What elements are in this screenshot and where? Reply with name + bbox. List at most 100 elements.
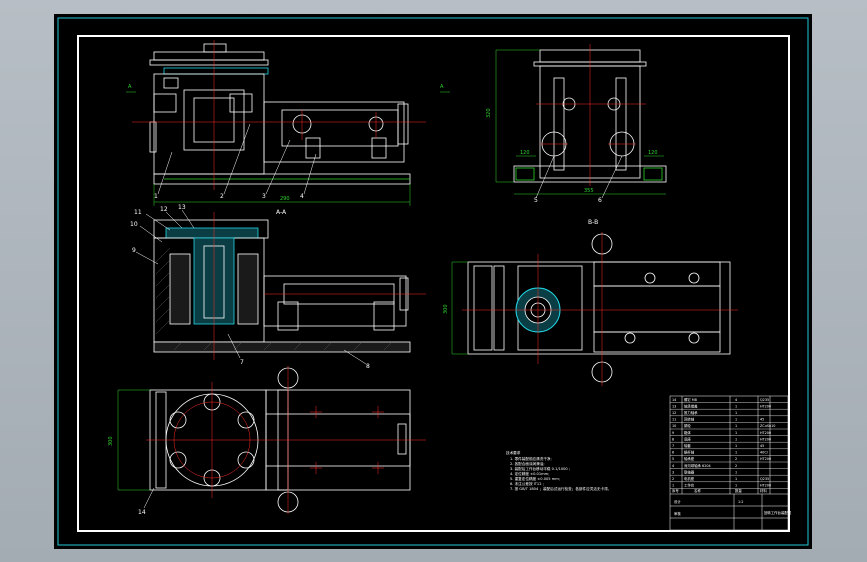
notes-line-4: 4. 定位精度 ±0.01mm; [510,471,549,476]
tb-cell: 2 [672,477,674,481]
front-center-lines [132,40,426,190]
notes-line-6: 6. 未注公差按 IT12 ; [510,481,544,486]
view-section-b [467,233,731,383]
leader-5: 5 [534,197,538,204]
leader-6: 6 [598,197,602,204]
tb-cell: 5 [672,457,674,461]
notes-line-2: 2. 各配合面涂润滑油; [510,461,545,466]
section-b-title: B-B [588,219,598,226]
tb-cell: Q235 [760,477,769,481]
side-dim-left: 120 [520,150,530,156]
tb-cell: 13 [672,404,676,408]
leader-9: 9 [132,247,136,254]
leader-3: 3 [262,193,266,200]
tb-cell: 1 [735,431,737,435]
drawing-sheet: 290 A A 1 2 3 4 320 355 [54,14,812,549]
leader-14-line [143,487,155,509]
section-a-hatching [155,247,393,351]
cad-drawing: 290 A A 1 2 3 4 320 355 [57,17,809,546]
tb-cell: 12 [672,411,676,415]
section-b-dimensions [451,261,468,355]
notes-heading: 技术要求 [506,450,521,455]
leader-8: 8 [366,363,370,370]
tb-cell: 电机座 [684,476,695,481]
side-center-lines [536,44,646,186]
tb-cell: HT200 [760,431,771,435]
tb-cell: ZCuSn10 [760,424,775,428]
tb-cell: 1 [735,484,737,488]
tb-cell: HT200 [760,484,771,488]
tb-cell: 回转轴 [684,417,695,422]
section-mark-left: A [128,84,132,90]
leader-7: 7 [240,359,244,366]
tb-cell: 14 [672,398,676,402]
tb-cell: 1 [735,477,737,481]
tb-header-qty: 数量 [735,488,742,493]
side-dim-width: 355 [584,188,594,194]
tb-drawing-name: 回转工作台装配图 [764,510,792,515]
tb-cell: 轴承端盖 [684,403,698,408]
tb-scale: 1:2 [738,500,743,504]
tb-cell: 轴套 [684,443,691,448]
section-b-center-lines [462,232,738,386]
section-b-dim-height: 300 [443,304,449,314]
tb-header-name: 名称 [694,488,701,493]
section-mark-right: A [440,84,444,90]
leader-1: 1 [154,193,158,200]
tb-cell: 1 [735,444,737,448]
leader-10: 10 [130,221,138,228]
tb-cell: HT200 [760,437,771,441]
tb-header-mat: 材料 [760,488,767,493]
outer-border [57,17,809,546]
front-dim-width: 290 [280,196,290,202]
tb-cell: 45 [760,444,764,448]
section-a-leaders [135,209,367,365]
leader-14: 14 [138,509,146,516]
tb-cell: 螺钉 M8 [684,397,697,402]
notes-line-3: 3. 装配后工作台移动平稳 0.1/1000 ; [510,466,570,471]
tb-cell: 2 [735,457,737,461]
section-a-title: A-A [276,209,287,216]
tb-cell: 8 [672,437,674,441]
tb-cell: Q235 [760,398,769,402]
tb-cell: 深沟球轴承 6204 [684,463,711,468]
tb-cell: 1 [735,418,737,422]
tb-header-no: 序号 [672,488,679,493]
tb-designer: 设计 [674,499,681,504]
title-block [669,395,789,531]
notes-line-1: 1. 零件装配前应清洗干净; [510,456,552,461]
tb-cell: HT200 [760,457,771,461]
top-view-dim-height: 300 [108,436,114,446]
section-a-center-lines [213,212,426,360]
tb-cell: 9 [672,431,674,435]
inner-border [77,35,790,532]
tb-cell: 箱体 [684,430,691,435]
tb-cell: 1 [672,484,674,488]
tb-cell: 蜗轮 [684,423,691,428]
side-dim-right: 120 [648,150,658,156]
tb-cell: 推力轴承 [684,410,698,415]
top-view-center-lines [146,366,426,514]
view-section-a [153,219,411,353]
tb-cell: 工作台 [684,483,695,488]
tb-cell: 联轴器 [684,469,695,474]
tb-cell: 1 [735,437,737,441]
tb-cell: 4 [672,464,674,468]
notes-line-7: 7. 按 GB/T 1804 ；装配后试运行检查；各部件应灵活无卡滞。 [510,486,611,491]
tb-cell: 1 [735,411,737,415]
tb-cell: HT200 [760,404,771,408]
leader-13: 13 [178,204,186,211]
leader-11: 11 [134,209,142,216]
side-dim-height: 320 [486,108,492,118]
tb-cell: 6 [672,451,674,455]
side-leaders [535,155,623,199]
front-dimensions [126,91,450,206]
front-leaders [157,123,317,195]
tb-cell: 3 [672,470,674,474]
tb-cell: 10 [672,424,676,428]
leader-4: 4 [300,193,304,200]
side-dimensions [495,49,666,195]
tb-cell: 4 [735,398,737,402]
leader-12: 12 [160,206,168,213]
